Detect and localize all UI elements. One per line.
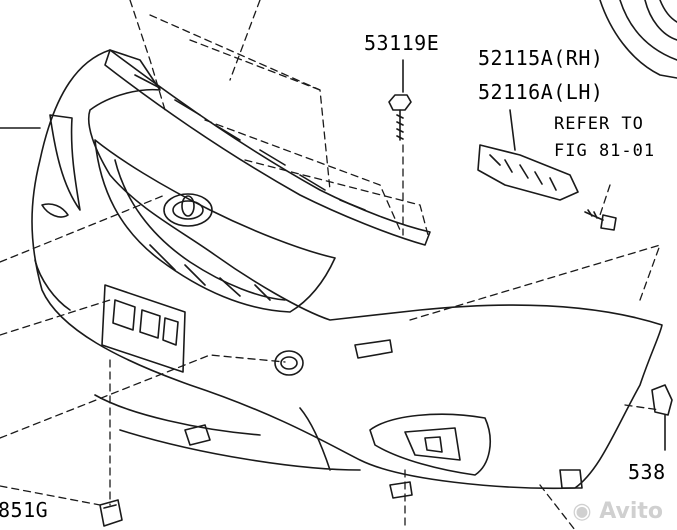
callout-52116a-lh: 52116A(LH) xyxy=(478,80,604,104)
clip-right xyxy=(651,384,673,451)
screw xyxy=(584,209,617,231)
watermark-text: Avito xyxy=(599,499,663,524)
side-bracket xyxy=(477,109,579,201)
avito-logo-icon: ◉ xyxy=(572,499,592,524)
tow-hook-cover xyxy=(274,350,304,376)
side-intake-left xyxy=(49,114,81,211)
callout-53119e: 53119E xyxy=(364,31,440,55)
callout-fig-reference: FIG 81-01 xyxy=(554,141,656,161)
callout-52115a-rh: 52115A(RH) xyxy=(478,46,604,70)
callout-538: 538 xyxy=(628,460,666,484)
grille-opening xyxy=(94,139,336,313)
license-plate-bracket xyxy=(101,284,186,373)
clip-left xyxy=(99,499,123,527)
watermark: ◉ Avito xyxy=(572,499,663,524)
bolt-53119e xyxy=(388,59,412,141)
bumper-outline xyxy=(31,49,663,490)
callout-851g: 851G xyxy=(0,498,49,522)
lower-lip xyxy=(94,394,361,471)
upper-grille xyxy=(599,0,677,79)
callout-refer-to: REFER TO xyxy=(554,114,644,134)
fog-light-right xyxy=(369,413,491,476)
emblem xyxy=(163,193,213,227)
